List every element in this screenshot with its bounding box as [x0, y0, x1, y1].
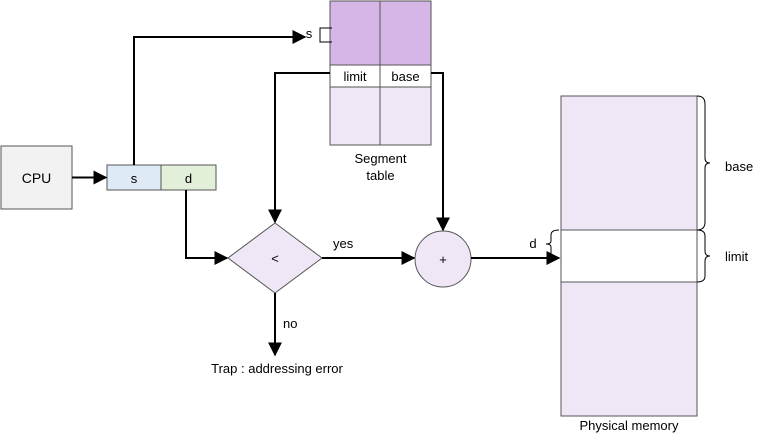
- limit-to-comparator-arrow: [268, 72, 330, 224]
- cpu-node: CPU: [0, 145, 73, 210]
- memory-base-brace: [696, 95, 711, 231]
- segment-table-pointer-bracket: [319, 27, 332, 43]
- segment-table-caption-line2: table: [366, 168, 394, 183]
- segment-to-table-arrow: [133, 30, 307, 165]
- memory-lower-region: [560, 281, 698, 417]
- memory-segment-region: [560, 229, 698, 283]
- segment-table-limit-header: limit: [343, 69, 366, 84]
- offset-to-comparator-arrow: [185, 190, 229, 265]
- segment-number-cell: [106, 164, 162, 191]
- memory-limit-label: limit: [725, 249, 748, 264]
- comparator-symbol: <: [271, 251, 279, 266]
- memory-base-label: base: [725, 159, 753, 174]
- adder-symbol: +: [439, 252, 447, 267]
- cpu-box: [0, 145, 73, 210]
- physical-memory: Physical memory base limit d: [529, 95, 753, 433]
- memory-offset-brace: [545, 229, 560, 259]
- segment-table-pointer-label: s: [306, 26, 313, 41]
- cpu-label: CPU: [22, 170, 52, 186]
- yes-label: yes: [333, 236, 354, 251]
- connectors: [72, 30, 561, 357]
- offset-label: d: [185, 171, 192, 186]
- trap-label: Trap : addressing error: [211, 361, 343, 376]
- segment-table-base-header: base: [391, 69, 419, 84]
- no-label: no: [283, 316, 297, 331]
- segment-table: limit base Segment table s: [306, 0, 432, 183]
- logical-address: s d: [106, 164, 217, 191]
- memory-limit-brace: [696, 229, 711, 283]
- memory-offset-label: d: [529, 236, 536, 251]
- comparator: <: [227, 222, 323, 294]
- segment-number-label: s: [131, 171, 138, 186]
- offset-cell: [160, 164, 217, 191]
- segment-table-caption-line1: Segment: [354, 151, 406, 166]
- memory-caption: Physical memory: [580, 418, 679, 433]
- base-to-adder-arrow: [431, 72, 450, 232]
- adder: +: [414, 230, 472, 288]
- memory-upper-region: [560, 95, 698, 231]
